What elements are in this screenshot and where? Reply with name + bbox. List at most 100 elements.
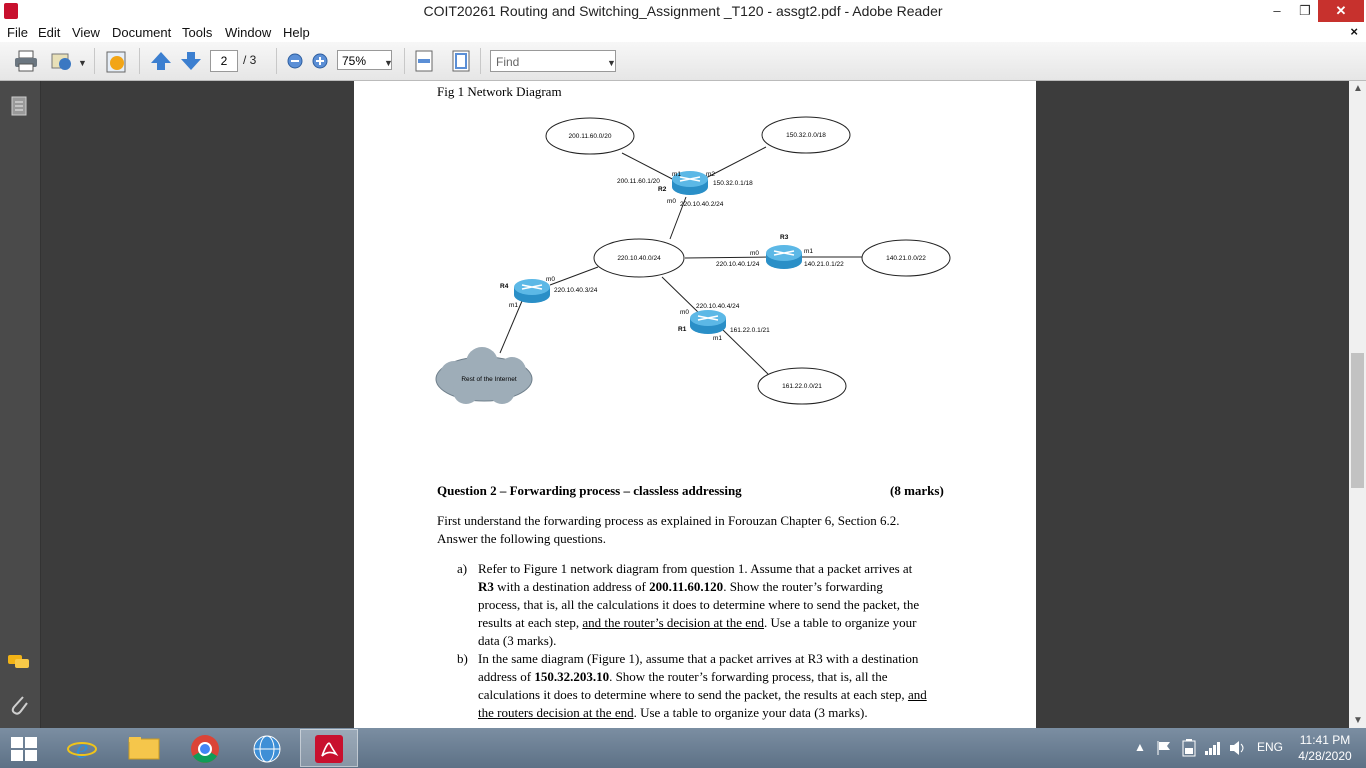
menu-window[interactable]: Window xyxy=(225,25,272,40)
collaborate-icon[interactable] xyxy=(104,50,130,74)
internet-cloud: Rest of the Internet xyxy=(435,347,533,404)
folder-icon xyxy=(128,737,160,760)
interface-label: m0 xyxy=(750,250,759,257)
ip-address-label: 161.22.0.1/21 xyxy=(730,327,770,334)
ip-address-label: 200.11.60.1/20 xyxy=(617,178,660,185)
menu-edit[interactable]: Edit xyxy=(38,25,61,40)
divider xyxy=(94,48,95,74)
chevron-down-icon[interactable]: ▼ xyxy=(384,58,393,68)
show-hidden-icons[interactable]: ▲ xyxy=(1134,740,1146,754)
network-200-11-60-0: 200.11.60.0/20 xyxy=(545,117,635,155)
close-document-button[interactable]: × xyxy=(1350,24,1358,39)
router-r3-label: R3 xyxy=(780,234,789,241)
taskbar-file-explorer[interactable] xyxy=(115,729,173,767)
fit-width-icon[interactable] xyxy=(415,50,433,72)
text-run: . Use a table to organize your xyxy=(764,615,917,630)
link-r2-n200 xyxy=(621,152,681,184)
cloud-label: Rest of the Internet xyxy=(461,376,516,383)
ip-address-label: 220.10.40.4/24 xyxy=(696,303,740,310)
text-run: . Show the router’s forwarding process, … xyxy=(609,669,888,684)
fit-page-icon[interactable] xyxy=(452,50,470,72)
network-150-32-0-0: 150.32.0.0/18 xyxy=(761,116,851,154)
clock-time: 11:41 PM xyxy=(1299,733,1351,747)
share-icon[interactable] xyxy=(50,50,74,72)
zoom-in-icon[interactable] xyxy=(312,53,328,69)
title-bar: COIT20261 Routing and Switching_Assignme… xyxy=(0,0,1366,22)
windows-start-icon[interactable] xyxy=(10,736,38,762)
find-input[interactable]: Find xyxy=(490,50,616,72)
signal-icon[interactable] xyxy=(1204,740,1222,756)
zoom-level-field[interactable]: 75% xyxy=(337,50,392,70)
vertical-scrollbar[interactable]: ▲ ▼ xyxy=(1349,81,1366,728)
minimize-button[interactable]: – xyxy=(1273,3,1281,18)
page-number-input[interactable]: 2 xyxy=(210,50,238,72)
divider xyxy=(276,48,277,74)
maximize-button[interactable]: ❐ xyxy=(1299,3,1311,18)
battery-icon[interactable] xyxy=(1180,739,1198,757)
ip-address: 200.11.60.120 xyxy=(649,579,724,594)
text-run: with a destination address of xyxy=(493,579,650,594)
question-text: data (3 marks). xyxy=(478,633,557,648)
chevron-down-icon[interactable]: ▼ xyxy=(607,58,616,68)
page-thumbnails-icon[interactable] xyxy=(10,95,28,117)
divider xyxy=(404,48,405,74)
text-run: and xyxy=(907,687,927,702)
question-text: R3 with a destination address of 200.11.… xyxy=(478,579,883,595)
menu-file[interactable]: File xyxy=(7,25,28,40)
chrome-icon xyxy=(191,735,219,763)
scroll-down-icon[interactable]: ▼ xyxy=(1353,715,1363,726)
chevron-down-icon[interactable]: ▼ xyxy=(78,58,87,68)
taskbar-app[interactable] xyxy=(238,729,296,767)
network-label: 140.21.0.0/22 xyxy=(886,255,926,262)
interface-label: m0 xyxy=(680,309,689,316)
network-label: 150.32.0.0/18 xyxy=(786,132,826,139)
taskbar-adobe-reader[interactable] xyxy=(300,729,358,767)
link-r2-n150 xyxy=(699,146,767,182)
system-clock[interactable]: 11:41 PM 4/28/2020 xyxy=(1292,732,1358,764)
flag-icon[interactable] xyxy=(1156,740,1172,756)
arrow-up-icon[interactable] xyxy=(150,50,172,72)
router-ref: R3 xyxy=(478,579,494,594)
router-r1-icon xyxy=(690,310,726,334)
taskbar-internet-explorer[interactable]: e xyxy=(53,729,111,767)
question-text: results at each step, and the router’s d… xyxy=(478,615,917,631)
question-text: Refer to Figure 1 network diagram from q… xyxy=(478,561,913,576)
arrow-down-icon[interactable] xyxy=(180,50,202,72)
interface-label: m1 xyxy=(804,248,813,255)
ip-address-label: 140.21.0.1/22 xyxy=(804,261,844,268)
question-text: address of 150.32.203.10. Show the route… xyxy=(478,669,888,685)
adobe-reader-icon xyxy=(4,3,18,19)
question-title: Question 2 – Forwarding process – classl… xyxy=(437,483,742,498)
link-r3-n220 xyxy=(684,256,771,259)
ip-address-label: 220.10.40.1/24 xyxy=(716,261,760,268)
comments-icon[interactable] xyxy=(7,653,31,671)
zoom-out-icon[interactable] xyxy=(287,53,303,69)
menu-document[interactable]: Document xyxy=(112,25,172,40)
question-marks: (8 marks) xyxy=(890,483,944,498)
interface-label: m2 xyxy=(706,171,715,178)
taskbar-chrome[interactable] xyxy=(176,729,234,767)
window-title: COIT20261 Routing and Switching_Assignme… xyxy=(423,3,943,19)
link-r2-n220 xyxy=(669,196,687,240)
svg-text:e: e xyxy=(76,734,88,762)
menu-view[interactable]: View xyxy=(72,25,100,40)
taskbar: e ▲ xyxy=(0,728,1366,768)
print-icon[interactable] xyxy=(14,50,38,72)
document-viewport[interactable]: Fig 1 Network Diagram 200.11.60.0/20 150… xyxy=(41,81,1349,728)
pdf-page: Fig 1 Network Diagram 200.11.60.0/20 150… xyxy=(354,81,1036,728)
input-language[interactable]: ENG xyxy=(1257,740,1284,754)
ip-address: 150.32.203.10 xyxy=(534,669,610,684)
attachments-icon[interactable] xyxy=(9,693,29,717)
menu-tools[interactable]: Tools xyxy=(182,25,213,40)
text-run: calculations it does to determine where … xyxy=(478,687,908,702)
menu-help[interactable]: Help xyxy=(283,25,310,40)
scrollbar-thumb[interactable] xyxy=(1351,353,1364,488)
network-161-22-0-0: 161.22.0.0/21 xyxy=(757,367,847,405)
router-r3-icon xyxy=(766,245,802,269)
adobe-reader-icon xyxy=(315,735,343,763)
scroll-up-icon[interactable]: ▲ xyxy=(1353,83,1363,94)
close-button[interactable]: ✕ xyxy=(1318,0,1364,22)
volume-icon[interactable] xyxy=(1228,740,1246,756)
text-run: and the router’s decision at the end xyxy=(582,615,765,630)
question-text: process, that is, all the calculations i… xyxy=(478,597,920,612)
